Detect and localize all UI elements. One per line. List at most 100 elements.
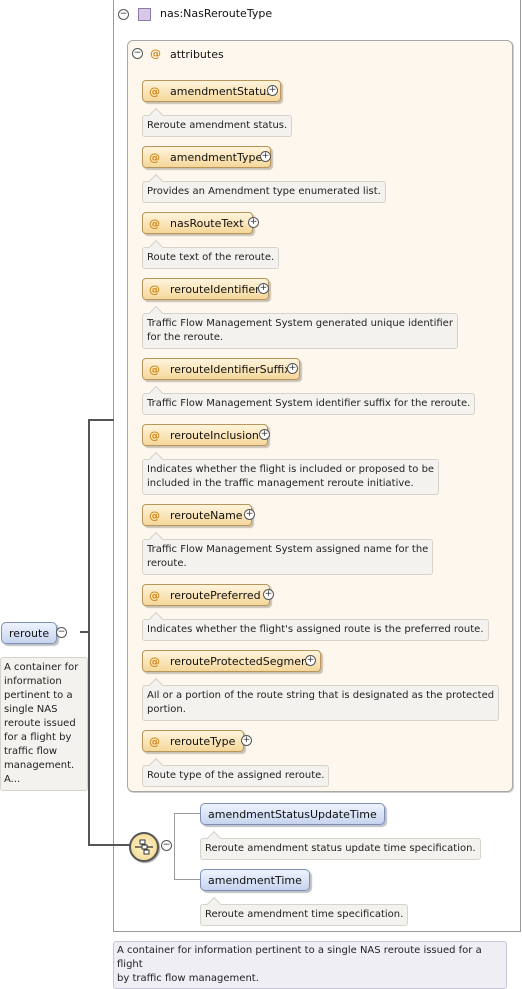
element-name: amendmentStatusUpdateTime: [208, 807, 377, 821]
attribute-nas-route-text[interactable]: @ nasRouteText: [142, 212, 253, 234]
attribute-name: rerouteType: [170, 734, 236, 748]
attribute-doc: All or a portion of the route string tha…: [142, 685, 500, 721]
expand-icon[interactable]: +: [305, 655, 316, 666]
element-name: amendmentTime: [208, 873, 302, 887]
attribute-name: rerouteProtectedSegment: [170, 654, 313, 668]
attribute-reroute-type[interactable]: @ rerouteType: [142, 730, 245, 752]
doc-text-line: pertinent to a: [4, 690, 73, 701]
attribute-doc: Indicates whether the flight is included…: [142, 459, 440, 495]
doc-text-line: single NAS: [4, 704, 58, 715]
attributes-group-title: attributes: [170, 48, 224, 61]
attribute-at-icon: @: [149, 216, 160, 230]
attribute-at-icon: @: [149, 428, 160, 442]
attribute-name: nasRouteText: [170, 216, 244, 230]
attributes-collapse-icon[interactable]: −: [132, 48, 143, 59]
doc-text-line: A...: [4, 774, 21, 785]
doc-text: Indicates whether the flight's assigned …: [147, 624, 484, 635]
element-doc: Reroute amendment time specification.: [200, 904, 409, 926]
attribute-reroute-identifier-suffix[interactable]: @ rerouteIdentifierSuffix: [142, 358, 300, 380]
attribute-reroute-preferred[interactable]: @ reroutePreferred: [142, 584, 270, 606]
doc-text-line: reroute issued: [4, 718, 76, 729]
doc-text-line: information: [4, 676, 62, 687]
attribute-reroute-identifier[interactable]: @ rerouteIdentifier: [142, 278, 269, 300]
attribute-at-icon: @: [149, 84, 160, 98]
attribute-at-icon: @: [149, 654, 160, 668]
type-name: nas:NasRerouteType: [160, 7, 273, 20]
expand-icon[interactable]: +: [263, 589, 274, 600]
attribute-at-icon: @: [150, 47, 161, 60]
attribute-name: rerouteIdentifier: [170, 282, 260, 296]
connector-line: [174, 879, 200, 880]
attribute-at-icon: @: [149, 508, 160, 522]
doc-text-line: A container for: [4, 662, 79, 673]
connector-line: [174, 813, 200, 814]
doc-text-line: Traffic Flow Management System assigned …: [147, 544, 429, 555]
connector-line: [174, 814, 175, 880]
attribute-amendment-type[interactable]: @ amendmentType: [142, 146, 272, 168]
attribute-at-icon: @: [149, 588, 160, 602]
doc-text-line: Indicates whether the flight is included…: [147, 464, 435, 475]
attribute-at-icon: @: [149, 734, 160, 748]
attribute-name: rerouteIdentifierSuffix: [170, 362, 291, 376]
root-element-reroute[interactable]: reroute: [1, 622, 58, 644]
expand-icon[interactable]: +: [260, 151, 271, 162]
doc-text-line: management.: [4, 760, 75, 771]
attribute-name: amendmentType: [170, 150, 263, 164]
element-amendment-time[interactable]: amendmentTime: [200, 869, 310, 891]
complex-type-icon: [138, 8, 151, 21]
attribute-doc: Traffic Flow Management System assigned …: [142, 539, 434, 575]
element-amendment-status-update-time[interactable]: amendmentStatusUpdateTime: [200, 803, 385, 825]
doc-text: Route type of the assigned reroute.: [147, 770, 325, 781]
attribute-at-icon: @: [149, 282, 160, 296]
expand-icon[interactable]: +: [267, 85, 278, 96]
doc-text: Provides an Amendment type enumerated li…: [147, 186, 381, 197]
attribute-doc: Reroute amendment status.: [142, 115, 293, 137]
attribute-doc: Route type of the assigned reroute.: [142, 765, 330, 787]
attribute-reroute-inclusion[interactable]: @ rerouteInclusion: [142, 424, 268, 446]
expand-icon[interactable]: +: [258, 283, 269, 294]
doc-text: Reroute amendment time specification.: [205, 909, 404, 920]
sequence-glyph-icon: [135, 839, 153, 855]
doc-text-line: for the reroute.: [147, 332, 224, 343]
doc-text-line: Traffic Flow Management System generated…: [147, 318, 453, 329]
sequence-collapse-icon[interactable]: −: [161, 840, 172, 851]
attribute-at-icon: @: [149, 150, 160, 164]
attribute-doc: Provides an Amendment type enumerated li…: [142, 181, 386, 203]
doc-text-line: reroute.: [147, 558, 187, 569]
attribute-doc: Traffic Flow Management System generated…: [142, 313, 458, 349]
expand-icon[interactable]: +: [244, 509, 255, 520]
element-name: reroute: [9, 626, 50, 640]
doc-text-line: A container for information pertinent to…: [117, 945, 482, 970]
expand-icon[interactable]: +: [248, 217, 259, 228]
doc-text-line: traffic flow: [4, 746, 58, 757]
attribute-at-icon: @: [149, 362, 160, 376]
connector-line: [80, 631, 89, 633]
doc-text-line: included in the traffic management rerou…: [147, 478, 414, 489]
attribute-doc: Traffic Flow Management System identifie…: [142, 393, 476, 415]
expand-icon[interactable]: +: [287, 363, 298, 374]
connector-line: [88, 420, 90, 845]
root-collapse-icon[interactable]: −: [56, 627, 67, 638]
attribute-reroute-name[interactable]: @ rerouteName: [142, 504, 252, 526]
connector-line: [88, 419, 114, 421]
attribute-doc: Indicates whether the flight's assigned …: [142, 619, 489, 641]
attribute-reroute-protected-segment[interactable]: @ rerouteProtectedSegment: [142, 650, 322, 672]
doc-text: Reroute amendment status.: [147, 120, 288, 131]
expand-icon[interactable]: +: [241, 735, 252, 746]
attribute-doc: Route text of the reroute.: [142, 247, 280, 269]
doc-text-line: for a flight by: [4, 732, 72, 743]
doc-text: Route text of the reroute.: [147, 252, 275, 263]
attribute-name: reroutePreferred: [170, 588, 261, 602]
attribute-name: rerouteInclusion: [170, 428, 259, 442]
doc-text: Reroute amendment status update time spe…: [205, 843, 476, 854]
doc-text-line: portion.: [147, 704, 186, 715]
sequence-compositor-icon[interactable]: [129, 832, 159, 862]
doc-text-line: by traffic flow management.: [117, 973, 259, 984]
attribute-name: rerouteName: [170, 508, 243, 522]
doc-text: Traffic Flow Management System identifie…: [147, 398, 471, 409]
root-element-doc: A container for information pertinent to…: [0, 657, 88, 791]
attribute-amendment-status[interactable]: @ amendmentStatus: [142, 80, 281, 102]
expand-icon[interactable]: +: [259, 429, 270, 440]
type-collapse-icon[interactable]: −: [118, 9, 129, 20]
doc-text-line: All or a portion of the route string tha…: [147, 690, 495, 701]
